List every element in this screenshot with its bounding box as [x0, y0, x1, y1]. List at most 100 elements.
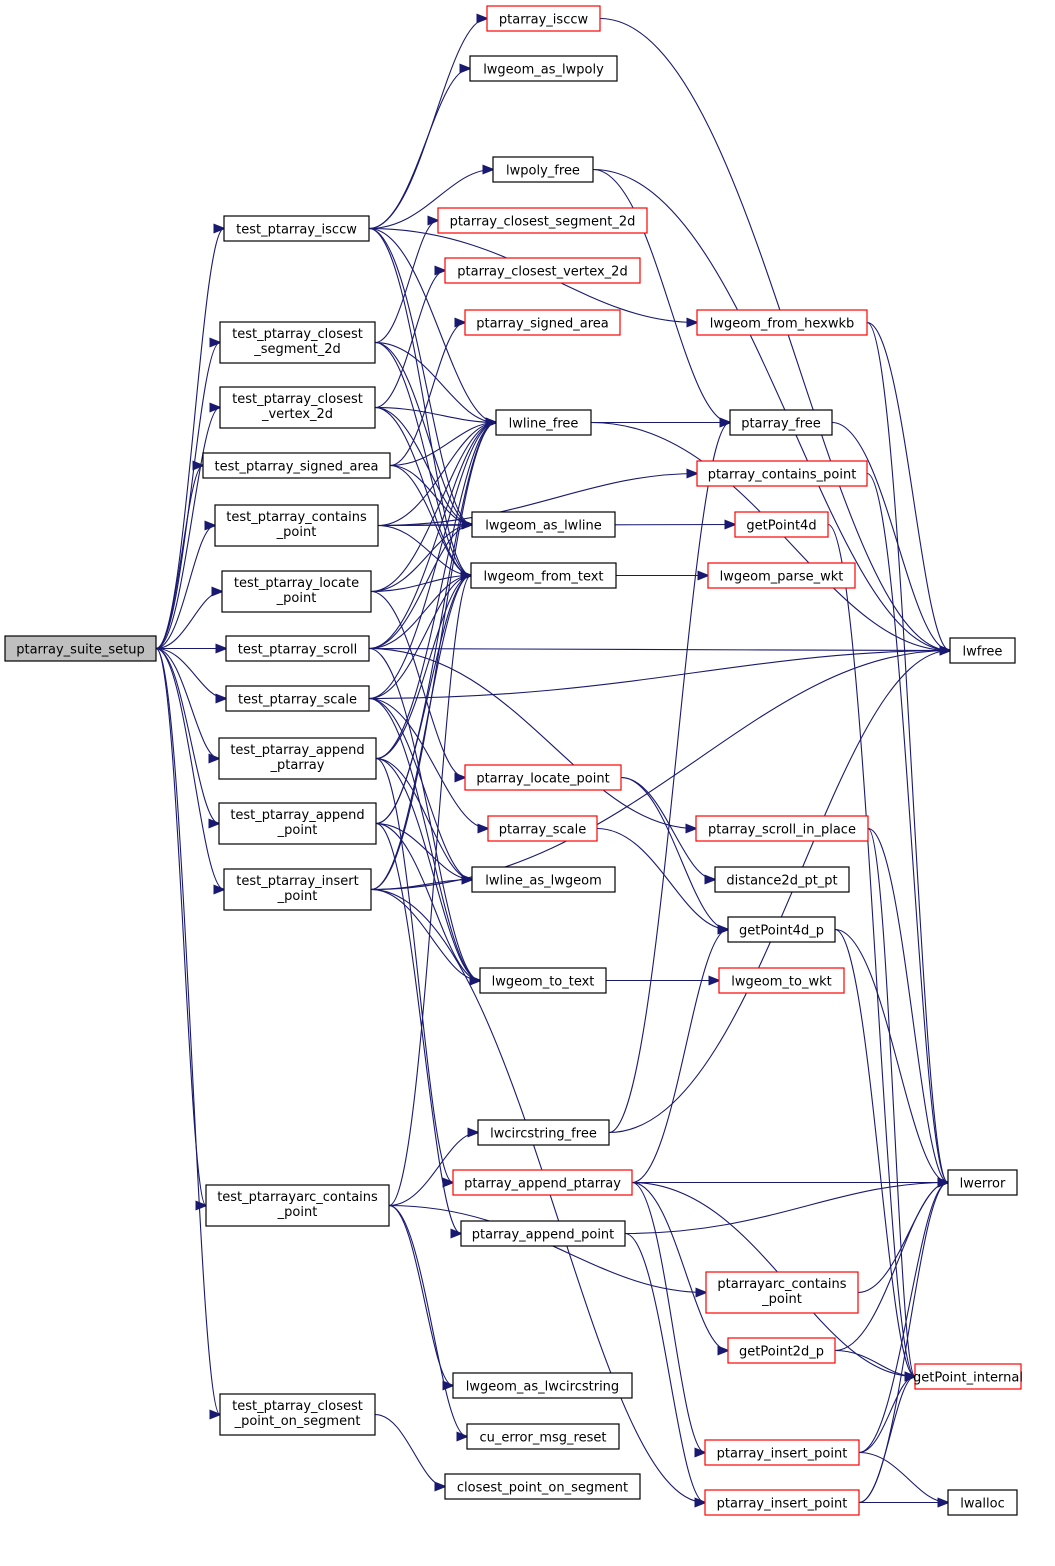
node-lwcircstring-free[interactable]: lwcircstring_free — [477, 1119, 610, 1146]
node-t-cposeg[interactable]: test_ptarray_closest_point_on_segment — [219, 1393, 376, 1436]
node-box[interactable] — [4, 635, 157, 662]
node-box[interactable] — [221, 570, 372, 613]
node-lwgeom-as-lwpoly[interactable]: lwgeom_as_lwpoly — [469, 55, 618, 82]
node-box[interactable] — [460, 1220, 626, 1247]
node-lwline-as-lwgeom[interactable]: lwline_as_lwgeom — [471, 866, 616, 893]
node-lwgeom-from-text[interactable]: lwgeom_from_text — [470, 562, 617, 589]
node-t-arccont[interactable]: test_ptarrayarc_contains_point — [205, 1184, 390, 1227]
node-ptarray-isccw[interactable]: ptarray_isccw — [486, 5, 601, 32]
node-t-locate[interactable]: test_ptarray_locate_point — [221, 570, 372, 613]
node-box[interactable] — [452, 1372, 633, 1399]
node-box[interactable] — [219, 1393, 376, 1436]
node-box[interactable] — [437, 207, 648, 234]
node-box[interactable] — [727, 916, 836, 943]
node-box[interactable] — [202, 452, 391, 479]
node-box[interactable] — [734, 511, 829, 538]
node-box[interactable] — [444, 1473, 641, 1500]
node-box[interactable] — [729, 409, 833, 436]
node-lwgeom-to-wkt[interactable]: lwgeom_to_wkt — [718, 967, 845, 994]
node-ptarray-scroll-in-place[interactable]: ptarray_scroll_in_place — [695, 815, 869, 842]
node-closest-point-on-segment[interactable]: closest_point_on_segment — [444, 1473, 641, 1500]
node-ptarray-free[interactable]: ptarray_free — [729, 409, 833, 436]
node-box[interactable] — [218, 802, 377, 845]
node-t-insert[interactable]: test_ptarray_insert_point — [223, 868, 372, 911]
node-box[interactable] — [487, 815, 598, 842]
node-t-sarea[interactable]: test_ptarray_signed_area — [202, 452, 391, 479]
node-box[interactable] — [466, 1423, 620, 1450]
node-box[interactable] — [705, 1271, 859, 1314]
node-box[interactable] — [714, 866, 850, 893]
node-lwline-free[interactable]: lwline_free — [495, 409, 592, 436]
node-ptarrayarc-contains-point[interactable]: ptarrayarc_contains_point — [705, 1271, 859, 1314]
node-getPoint2d-p[interactable]: getPoint2d_p — [727, 1337, 836, 1364]
node-box[interactable] — [225, 685, 370, 712]
node-lwfree[interactable]: lwfree — [949, 637, 1016, 664]
node-box[interactable] — [205, 1184, 390, 1227]
node-lwpoly-free[interactable]: lwpoly_free — [492, 156, 594, 183]
node-box[interactable] — [727, 1337, 836, 1364]
node-lwgeom-from-hexwkb[interactable]: lwgeom_from_hexwkb — [696, 309, 868, 336]
node-box[interactable] — [707, 562, 856, 589]
node-t-isccw[interactable]: test_ptarray_isccw — [223, 215, 370, 242]
node-box[interactable] — [495, 409, 592, 436]
node-root[interactable]: ptarray_suite_setup — [4, 635, 157, 662]
node-getPoint-internal[interactable]: getPoint_internal — [913, 1363, 1023, 1390]
node-ptarray-append-point[interactable]: ptarray_append_point — [460, 1220, 626, 1247]
node-ptarray-closest-vertex-2d[interactable]: ptarray_closest_vertex_2d — [444, 257, 641, 284]
node-box[interactable] — [452, 1169, 633, 1196]
node-box[interactable] — [219, 386, 376, 429]
node-lwgeom-as-lwline[interactable]: lwgeom_as_lwline — [471, 511, 616, 538]
node-box[interactable] — [225, 635, 370, 662]
node-t-appptarr[interactable]: test_ptarray_append_ptarray — [218, 737, 377, 780]
node-lwerror[interactable]: lwerror — [947, 1169, 1018, 1196]
node-box[interactable] — [704, 1489, 860, 1516]
node-box[interactable] — [479, 967, 607, 994]
node-ptarray-signed-area[interactable]: ptarray_signed_area — [464, 309, 621, 336]
node-ptarray-insert-point-a[interactable]: ptarray_insert_point — [704, 1439, 860, 1466]
node-getPoint4d[interactable]: getPoint4d — [734, 511, 829, 538]
node-t-cseg[interactable]: test_ptarray_closest_segment_2d — [219, 321, 376, 364]
node-ptarray-scale[interactable]: ptarray_scale — [487, 815, 598, 842]
node-ptarray-locate-point[interactable]: ptarray_locate_point — [464, 764, 622, 791]
node-box[interactable] — [464, 764, 622, 791]
node-getPoint4d-p[interactable]: getPoint4d_p — [727, 916, 836, 943]
node-box[interactable] — [696, 460, 868, 487]
node-box[interactable] — [223, 215, 370, 242]
node-box[interactable] — [477, 1119, 610, 1146]
node-t-apppt[interactable]: test_ptarray_append_point — [218, 802, 377, 845]
node-lwgeom-as-lwcircstring[interactable]: lwgeom_as_lwcircstring — [452, 1372, 633, 1399]
node-ptarray-closest-segment-2d[interactable]: ptarray_closest_segment_2d — [437, 207, 648, 234]
node-box[interactable] — [218, 737, 377, 780]
node-box[interactable] — [492, 156, 594, 183]
node-t-cvert[interactable]: test_ptarray_closest_vertex_2d — [219, 386, 376, 429]
node-box[interactable] — [219, 321, 376, 364]
node-box[interactable] — [718, 967, 845, 994]
node-ptarray-contains-point[interactable]: ptarray_contains_point — [696, 460, 868, 487]
node-cu-error-msg-reset[interactable]: cu_error_msg_reset — [466, 1423, 620, 1450]
node-ptarray-insert-point-b[interactable]: ptarray_insert_point — [704, 1489, 860, 1516]
node-lwgeom-to-text[interactable]: lwgeom_to_text — [479, 967, 607, 994]
node-ptarray-append-ptarray[interactable]: ptarray_append_ptarray — [452, 1169, 633, 1196]
node-lwgeom-parse-wkt[interactable]: lwgeom_parse_wkt — [707, 562, 856, 589]
node-box[interactable] — [947, 1169, 1018, 1196]
node-box[interactable] — [704, 1439, 860, 1466]
node-t-scroll[interactable]: test_ptarray_scroll — [225, 635, 370, 662]
node-box[interactable] — [444, 257, 641, 284]
node-box[interactable] — [223, 868, 372, 911]
node-lwalloc[interactable]: lwalloc — [947, 1489, 1018, 1516]
node-box[interactable] — [914, 1363, 1022, 1390]
node-box[interactable] — [471, 511, 616, 538]
node-box[interactable] — [469, 55, 618, 82]
node-box[interactable] — [464, 309, 621, 336]
node-t-contains[interactable]: test_ptarray_contains_point — [214, 504, 379, 547]
node-box[interactable] — [949, 637, 1016, 664]
node-box[interactable] — [695, 815, 869, 842]
node-box[interactable] — [947, 1489, 1018, 1516]
node-box[interactable] — [696, 309, 868, 336]
node-box[interactable] — [470, 562, 617, 589]
node-t-scale[interactable]: test_ptarray_scale — [225, 685, 370, 712]
node-distance2d-pt-pt[interactable]: distance2d_pt_pt — [714, 866, 850, 893]
node-box[interactable] — [214, 504, 379, 547]
node-box[interactable] — [486, 5, 601, 32]
node-box[interactable] — [471, 866, 616, 893]
